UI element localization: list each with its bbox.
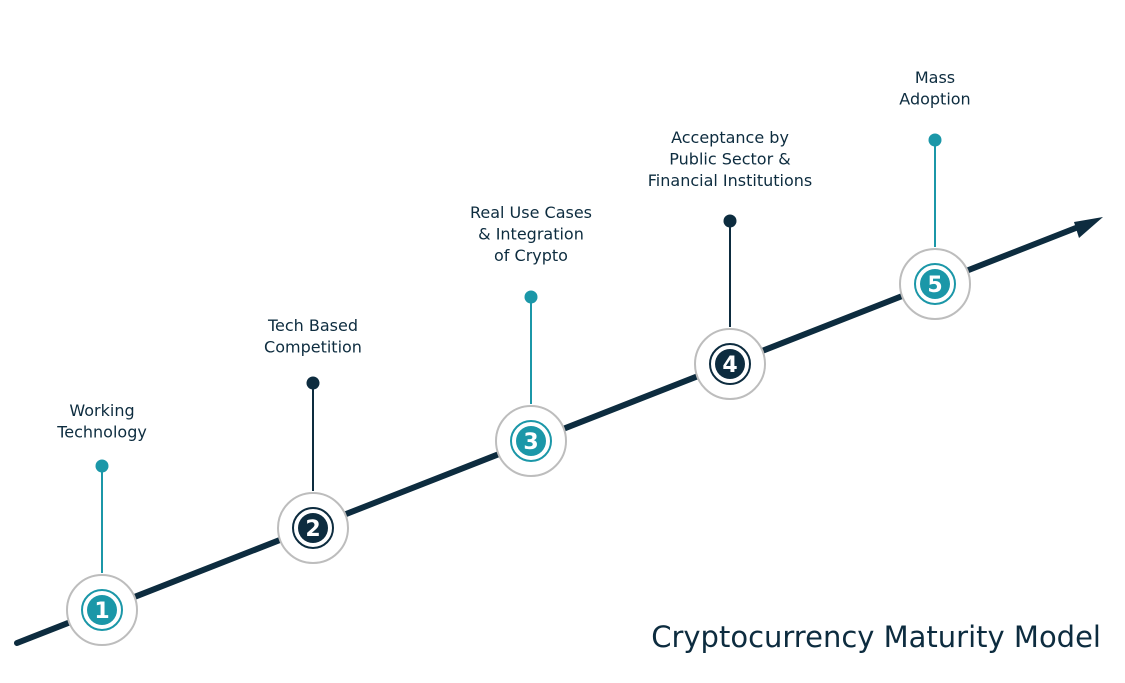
stage-number-disc — [298, 513, 328, 543]
stage-number-disc — [87, 595, 117, 625]
stage-label-line: Working — [69, 401, 134, 420]
stage-dot — [928, 133, 942, 147]
growth-arrowhead — [1074, 217, 1103, 238]
stage-dot — [524, 290, 538, 304]
stage-dot — [95, 459, 109, 473]
stage-label: Real Use Cases & Integration of Crypto — [470, 203, 592, 265]
stage-label-line: Mass — [915, 68, 955, 87]
stage-number: 2 — [305, 517, 320, 542]
stage-number: 3 — [523, 430, 538, 455]
stage-number-disc — [920, 269, 950, 299]
stage-label-line: & Integration — [478, 225, 584, 244]
stage-label-line: Technology — [56, 423, 147, 442]
stage-label-line: Tech Based — [267, 316, 358, 335]
stage-number: 4 — [722, 353, 737, 378]
stage-number: 5 — [927, 273, 942, 298]
stage-label-line: Competition — [264, 338, 362, 357]
stage-label-line: Acceptance by — [671, 128, 789, 147]
stage-dot — [306, 376, 320, 390]
stage-label-line: Financial Institutions — [648, 171, 812, 190]
stage-number-disc — [516, 426, 546, 456]
stage-label-line: Real Use Cases — [470, 203, 592, 222]
stage-label-line: Adoption — [899, 90, 970, 109]
stage-dot — [723, 214, 737, 228]
stage-label: Acceptance by Public Sector & Financial In… — [648, 128, 812, 190]
stage-label-line: Public Sector & — [669, 150, 790, 169]
stage-number: 1 — [94, 599, 109, 624]
diagram-title: Cryptocurrency Maturity Model — [651, 620, 1101, 654]
stage-number-disc — [715, 349, 745, 379]
stage-4: 4 Acceptance by Public Sector & Financial I… — [648, 128, 812, 400]
stage-3: 3 Real Use Cases & Integration of Crypto — [470, 203, 592, 477]
stage-label-line: of Crypto — [494, 246, 568, 265]
